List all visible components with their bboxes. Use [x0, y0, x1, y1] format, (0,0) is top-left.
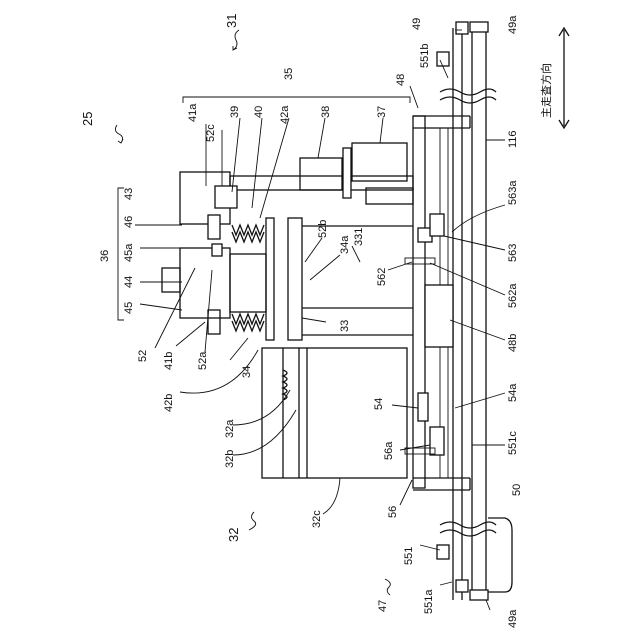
label-52: 52: [137, 350, 149, 362]
label-38: 38: [320, 106, 332, 118]
main-scan-direction-arrow: [559, 28, 569, 128]
label-33: 33: [339, 320, 351, 332]
label-551: 551: [403, 547, 415, 565]
label-56a: 56a: [383, 441, 395, 460]
label-32c: 32c: [311, 510, 323, 528]
label-47: 47: [377, 600, 389, 612]
label-34a: 34a: [339, 235, 351, 254]
label-551c: 551c: [507, 431, 519, 455]
label-42b: 42b: [163, 394, 175, 412]
label-41b: 41b: [163, 352, 175, 370]
label-563: 563: [507, 244, 519, 262]
label-35: 35: [283, 68, 295, 80]
label-49a-top: 49a: [507, 15, 519, 34]
label-37: 37: [376, 106, 388, 118]
label-42a: 42a: [279, 105, 291, 124]
label-44: 44: [123, 276, 135, 288]
label-32: 32: [226, 528, 241, 542]
label-551b: 551b: [419, 44, 431, 68]
label-40: 40: [253, 106, 265, 118]
label-116: 116: [507, 130, 519, 148]
label-48b: 48b: [507, 334, 519, 352]
label-36: 36: [99, 250, 111, 262]
label-49a-bottom: 49a: [507, 609, 519, 628]
carriage-frame: [405, 116, 470, 490]
label-43: 43: [123, 188, 135, 200]
label-25: 25: [80, 112, 95, 126]
label-52a: 52a: [197, 351, 209, 370]
label-563a: 563a: [507, 180, 519, 205]
label-32a: 32a: [224, 419, 236, 438]
label-main-scan-direction: 主走査方向: [539, 63, 553, 118]
label-45: 45: [123, 302, 135, 314]
label-562: 562: [376, 268, 388, 286]
label-54: 54: [373, 398, 385, 410]
label-34: 34: [241, 366, 253, 378]
label-52c: 52c: [205, 124, 217, 142]
label-31: 31: [224, 14, 239, 28]
label-39: 39: [229, 106, 241, 118]
label-551a: 551a: [423, 589, 435, 614]
label-331: 331: [353, 228, 365, 246]
label-32b: 32b: [224, 450, 236, 468]
label-45a: 45a: [123, 243, 135, 262]
label-46: 46: [123, 216, 135, 228]
label-56: 56: [387, 506, 399, 518]
label-562a: 562a: [507, 283, 519, 308]
label-50: 50: [511, 484, 523, 496]
label-54a: 54a: [507, 383, 519, 402]
head-mechanism: [162, 143, 413, 340]
label-49: 49: [411, 18, 423, 30]
label-52b: 52b: [317, 220, 329, 238]
part-50: [488, 518, 512, 592]
label-48: 48: [395, 74, 407, 86]
label-41a: 41a: [187, 103, 199, 122]
